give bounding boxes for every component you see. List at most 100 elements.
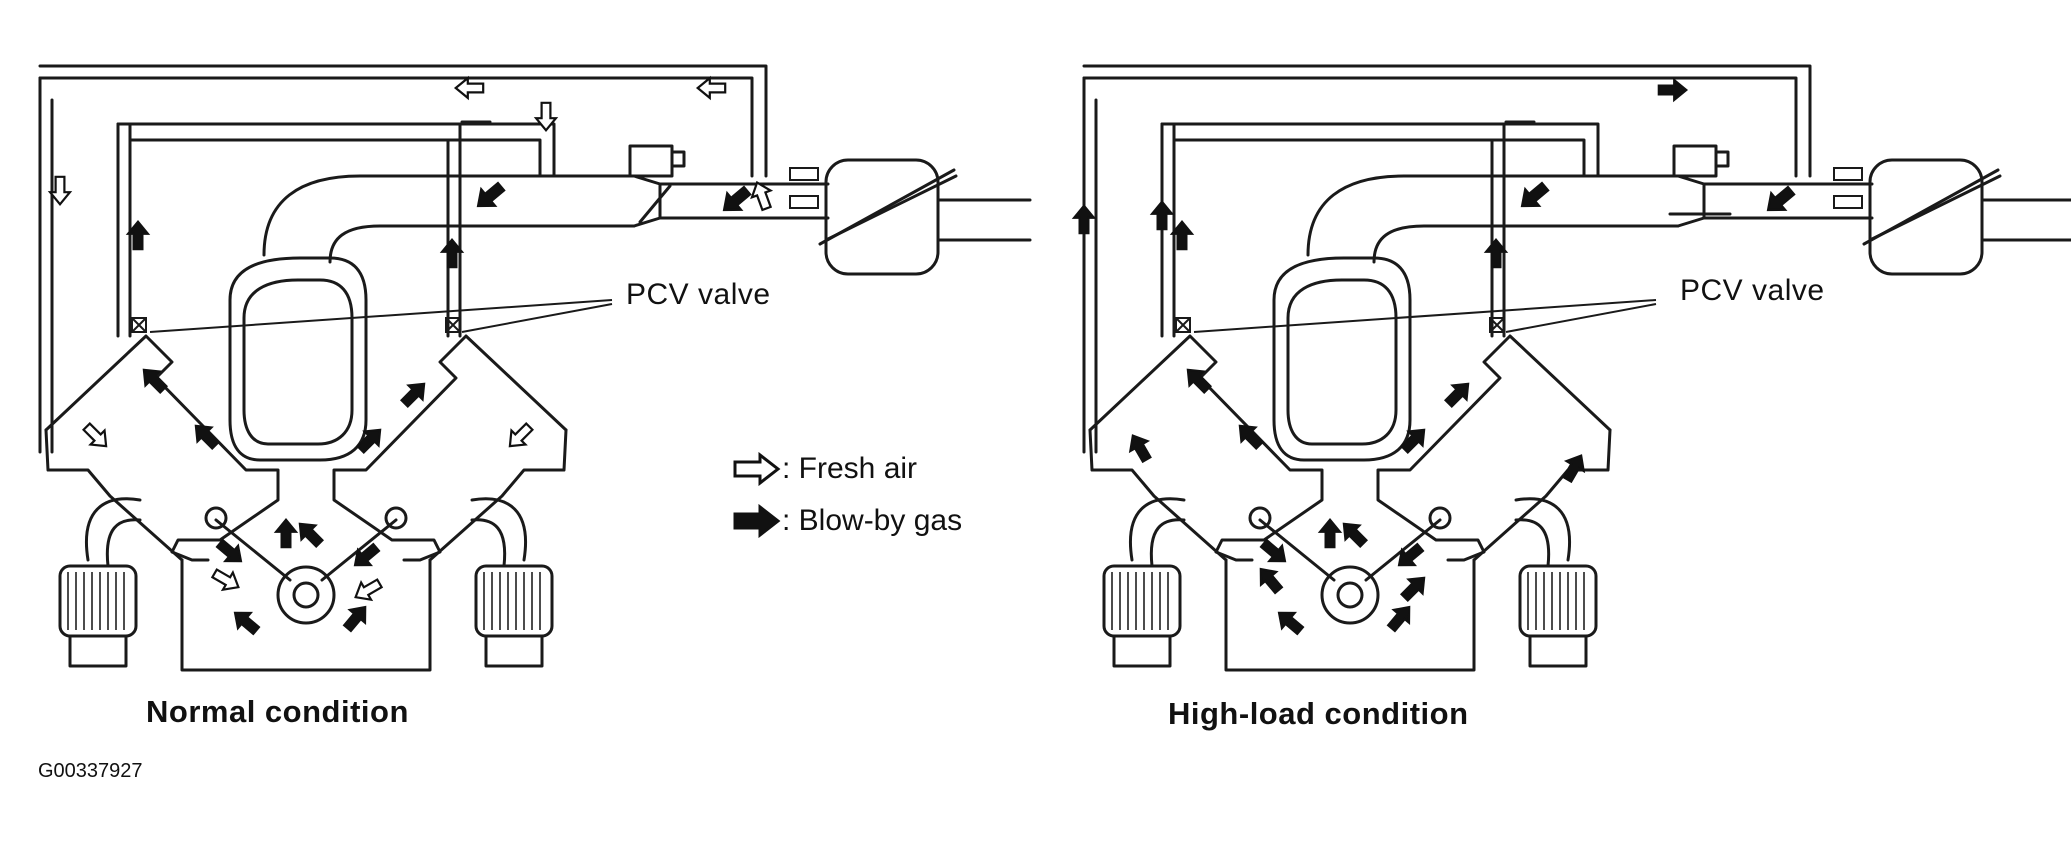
blow-by-gas-arrow bbox=[1483, 237, 1509, 269]
legend-fresh-air: : Fresh air bbox=[732, 452, 917, 486]
catalyst-outlet-left bbox=[68, 634, 128, 668]
blow-by-gas-arrow bbox=[1386, 605, 1411, 633]
outer-hose-top bbox=[1094, 76, 1798, 178]
intake-duct-top bbox=[1306, 174, 1680, 257]
piston-pin-right bbox=[1428, 506, 1452, 530]
pcv-valve-label-high-load: PCV valve bbox=[1680, 274, 1825, 307]
blow-by-gas-arrow bbox=[1520, 181, 1550, 208]
blow-by-gas-arrow bbox=[1317, 517, 1343, 549]
piston-pin-left bbox=[1248, 506, 1272, 530]
exhaust-pipe-right bbox=[470, 497, 527, 562]
pcv-pointer-left bbox=[149, 299, 613, 333]
intake-duct-bottom bbox=[328, 224, 636, 264]
legend-blow-by-gas-text: : Blow-by gas bbox=[782, 504, 963, 537]
throttle-actuator bbox=[1672, 144, 1718, 178]
blow-by-gas-arrow bbox=[342, 605, 367, 633]
pcv-valve-left bbox=[1175, 317, 1191, 333]
piston-pin-left bbox=[204, 506, 228, 530]
hose-inner-top bbox=[1160, 122, 1600, 178]
hose-inner-top bbox=[116, 122, 556, 178]
blow-by-gas-arrow bbox=[1169, 219, 1195, 251]
air-cleaner bbox=[824, 158, 940, 276]
blow-by-gas-arrow bbox=[298, 522, 325, 549]
blow-by-gas-arrow bbox=[1766, 185, 1796, 212]
caption-normal-condition: Normal condition bbox=[146, 694, 409, 729]
exhaust-pipe-left bbox=[1129, 497, 1186, 562]
pcv-valve-right bbox=[445, 317, 461, 333]
blow-by-gas-arrow bbox=[233, 611, 261, 636]
fresh-air-arrow bbox=[354, 578, 384, 602]
pcv-valve-label-normal: PCV valve bbox=[626, 278, 771, 311]
blow-by-gas-arrow bbox=[439, 237, 465, 269]
fresh-air-arrow bbox=[81, 421, 108, 448]
blow-by-gas-arrow bbox=[1186, 368, 1213, 395]
outer-hose-top-outer bbox=[1082, 64, 1812, 178]
blow-by-gas-arrow bbox=[1259, 567, 1284, 595]
pcv-valve-right bbox=[1489, 317, 1505, 333]
throttle-actuator bbox=[628, 144, 674, 178]
blow-by-gas-arrow bbox=[1399, 576, 1426, 603]
intake-duct-bottom bbox=[1372, 224, 1680, 264]
blow-by-gas-arrow bbox=[1259, 538, 1287, 563]
blow-by-gas-arrow bbox=[1399, 428, 1426, 455]
fresh-air-arrow bbox=[695, 75, 727, 101]
crankcase bbox=[1224, 558, 1476, 672]
connecting-rod-left bbox=[214, 518, 292, 582]
connecting-rod-left bbox=[1258, 518, 1336, 582]
legend-blow-by-gas: : Blow-by gas bbox=[732, 504, 962, 538]
intake-duct-top bbox=[262, 174, 636, 257]
piston-pin-right bbox=[384, 506, 408, 530]
legend-fresh-air-text: : Fresh air bbox=[782, 452, 918, 485]
caption-high-load-condition: High-load condition bbox=[1168, 696, 1469, 731]
blow-by-gas-arrow bbox=[476, 181, 506, 208]
fresh-air-arrow bbox=[453, 75, 485, 101]
blow-by-gas-arrow bbox=[1071, 203, 1097, 235]
blow-by-gas-arrow bbox=[355, 428, 382, 455]
pcv-pointer-left bbox=[1193, 299, 1657, 333]
pcv-pointer-right bbox=[1505, 303, 1657, 333]
pcv-connector bbox=[789, 167, 819, 181]
figure-id: G00337927 bbox=[38, 760, 143, 782]
blow-by-gas-arrow bbox=[273, 517, 299, 549]
catalyst-outlet-right bbox=[484, 634, 544, 668]
pcv-connector bbox=[1833, 167, 1863, 181]
catalyst-outlet-right bbox=[1528, 634, 1588, 668]
intake-plenum bbox=[1272, 256, 1412, 462]
blow-by-gas-arrow bbox=[1657, 77, 1689, 103]
fresh-air-arrow bbox=[533, 101, 559, 133]
fresh-air-arrow bbox=[210, 568, 240, 592]
blow-by-gas-arrow bbox=[353, 542, 381, 567]
blow-by-gas-arrow bbox=[1277, 611, 1305, 636]
blow-by-gas-arrow bbox=[142, 368, 169, 395]
engine-diagram-high-load bbox=[1071, 64, 2071, 672]
blow-by-gas-arrow bbox=[1128, 434, 1152, 464]
pcv-pointer-right bbox=[461, 303, 613, 333]
exhaust-pipe-right bbox=[1514, 497, 1571, 562]
crankcase bbox=[180, 558, 432, 672]
blow-by-gas-arrow bbox=[1149, 199, 1175, 231]
blow-by-gas-arrow bbox=[1342, 522, 1369, 549]
blow-by-gas-arrow bbox=[399, 382, 426, 409]
blow-by-gas-arrow bbox=[194, 424, 221, 451]
air-cleaner bbox=[1868, 158, 1984, 276]
outline-arrow-icon bbox=[733, 452, 781, 486]
crankshaft bbox=[1320, 565, 1380, 625]
outer-hose-top bbox=[50, 76, 754, 178]
throttle-body bbox=[632, 174, 662, 228]
blow-by-gas-arrow bbox=[215, 538, 243, 563]
solid-arrow-icon bbox=[733, 504, 781, 538]
blow-by-gas-arrow bbox=[1562, 454, 1586, 484]
engine-diagram-normal bbox=[38, 64, 1032, 672]
intake-plenum bbox=[228, 256, 368, 462]
crankshaft bbox=[276, 565, 336, 625]
pcv-valve-left bbox=[131, 317, 147, 333]
throttle-valve bbox=[638, 184, 672, 224]
throttle-body bbox=[1676, 174, 1706, 228]
outer-hose-top-outer bbox=[38, 64, 768, 178]
blow-by-gas-arrow bbox=[125, 219, 151, 251]
exhaust-pipe-left bbox=[85, 497, 142, 562]
blow-by-gas-arrow bbox=[1238, 424, 1265, 451]
blow-by-gas-arrow bbox=[1443, 382, 1470, 409]
fresh-air-arrow bbox=[47, 175, 73, 207]
